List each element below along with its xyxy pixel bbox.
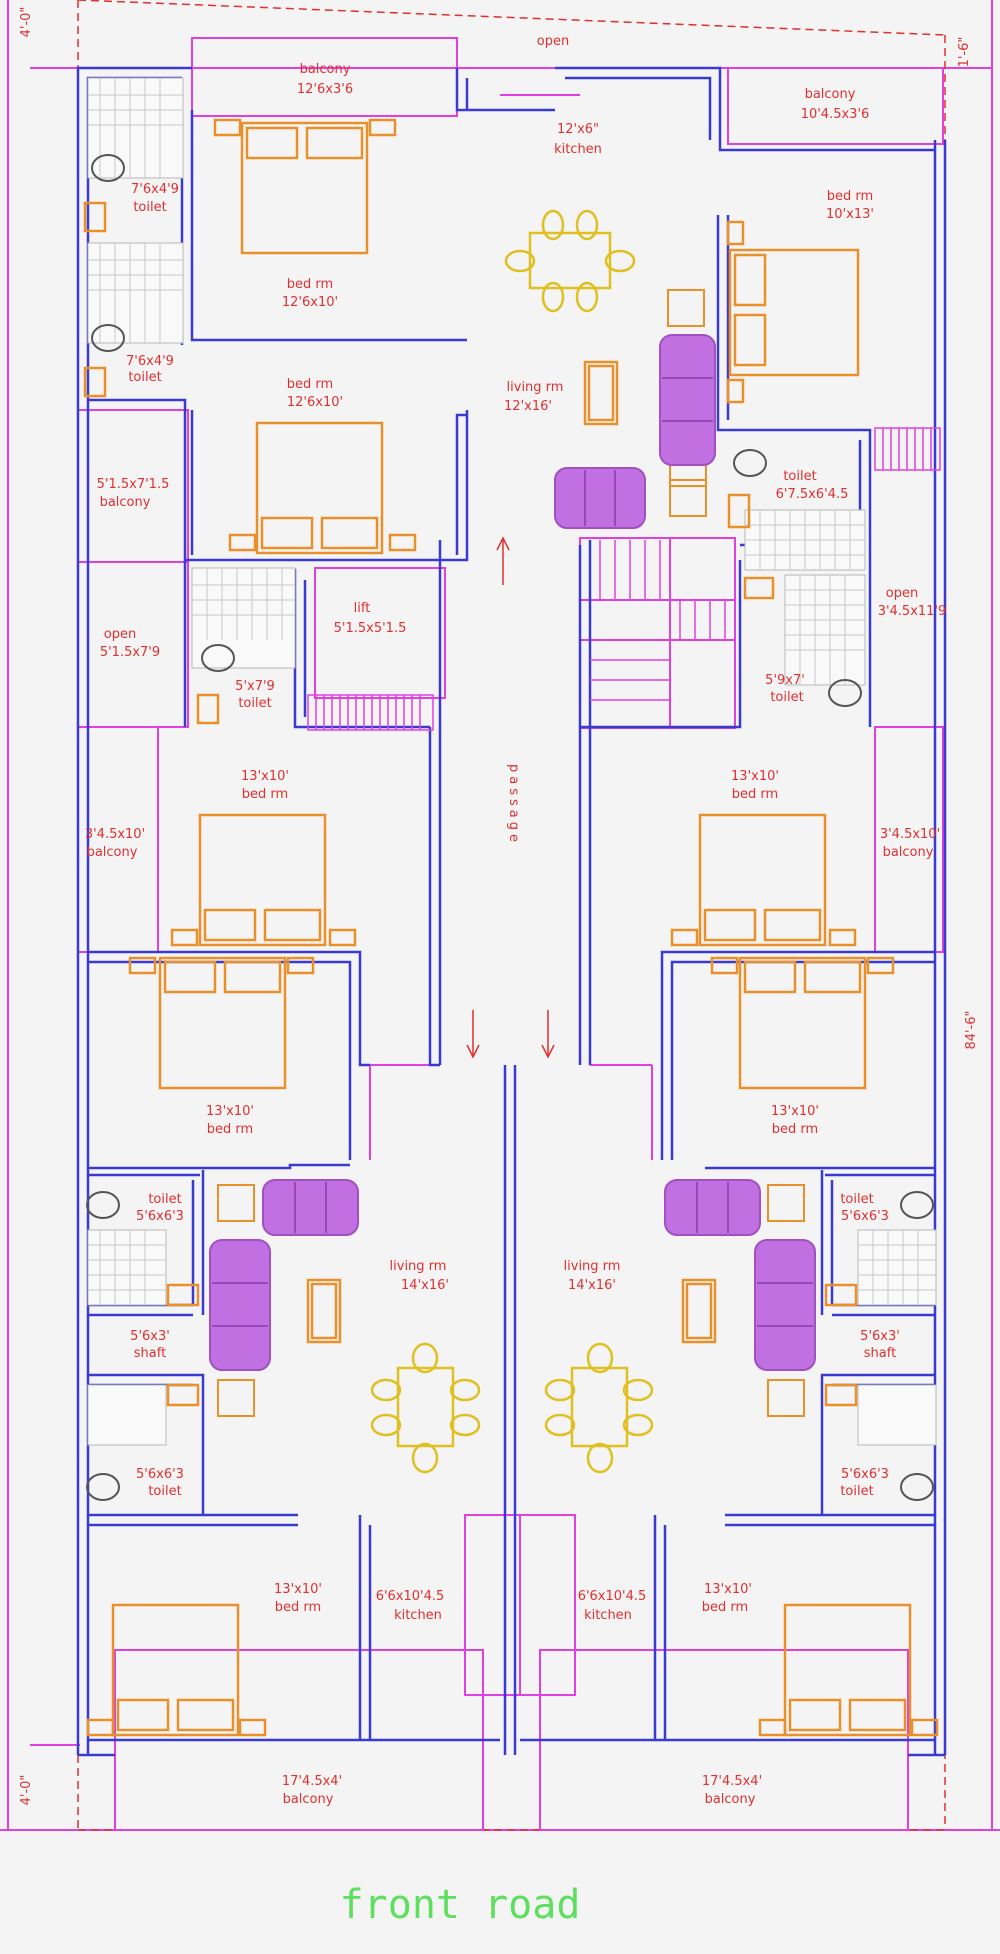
balcony-top-right-size: 10'4.5x3'6 [801, 107, 870, 122]
toilet-2-size: 7'6x4'9 [126, 354, 174, 369]
wc-fixtures [83, 154, 934, 1501]
balcony-top-left-name: balcony [300, 62, 351, 77]
bed-r2-name: bed rm [772, 1122, 818, 1137]
balcony-r-size: 3'4.5x10' [880, 827, 940, 842]
toilet-r1-size: 5'6x6'3 [841, 1209, 889, 1224]
front-road-label: front road [340, 1882, 581, 1928]
kitchen-top-size: 12'x6" [557, 122, 599, 137]
toilet-l1-name: toilet [148, 1192, 181, 1207]
toilet-4-name: toilet [770, 690, 803, 705]
bed-tl-name: bed rm [287, 277, 333, 292]
bed-tr-name: bed rm [827, 189, 873, 204]
toilet-tr-size: 6'7.5x6'4.5 [776, 487, 849, 502]
side-chairs [217, 289, 805, 1417]
toilet-tr-name: toilet [783, 469, 816, 484]
open-left-size: 5'1.5x7'9 [100, 645, 160, 660]
toilet-1-name: toilet [133, 200, 166, 215]
toilet-l2-name: toilet [148, 1484, 181, 1499]
balcony-br-size: 17'4.5x4' [702, 1774, 762, 1789]
toilet-4-size: 5'9x7' [765, 673, 805, 688]
toilet-r2-name: toilet [840, 1484, 873, 1499]
balcony-bl-name: balcony [283, 1792, 334, 1807]
shaft-r-name: shaft [864, 1346, 896, 1361]
bed-r1-size: 13'x10' [731, 769, 779, 784]
bed-tr-size: 10'x13' [826, 207, 874, 222]
dim-overall-length: 84'-6" [964, 1010, 979, 1049]
open-top-label: open [537, 34, 569, 49]
open-right-size: 3'4.5x11'9 [878, 604, 947, 619]
kitchen-r-size: 6'6x10'4.5 [578, 1589, 647, 1604]
bed-l1-name: bed rm [242, 787, 288, 802]
toilet-3-name: toilet [238, 696, 271, 711]
kitchen-top-name: kitchen [554, 142, 602, 157]
lift-size: 5'1.5x5'1.5 [334, 621, 407, 636]
sofas [209, 334, 816, 1371]
balcony-r-name: balcony [883, 845, 934, 860]
dim-top-setback: 4'-0" [19, 7, 34, 38]
dining-sets [370, 209, 654, 1474]
living-r-size: 14'x16' [568, 1278, 616, 1293]
toilet-1-size: 7'6x4'9 [131, 182, 179, 197]
dim-bottom-setback: 4'-0" [19, 1775, 34, 1806]
balcony-bl-size: 17'4.5x4' [282, 1774, 342, 1789]
bed-r3-size: 13'x10' [704, 1582, 752, 1597]
bed-r2-size: 13'x10' [771, 1104, 819, 1119]
passage-arrows [466, 536, 555, 1059]
balcony-small-size: 5'1.5x7'1.5 [97, 477, 170, 492]
living-top-size: 12'x16' [504, 399, 552, 414]
bed-ml-name: bed rm [287, 377, 333, 392]
lift-name: lift [354, 601, 371, 616]
stair-hatches [307, 427, 941, 731]
bed-l2-name: bed rm [207, 1122, 253, 1137]
bed-r1-name: bed rm [732, 787, 778, 802]
living-l-size: 14'x16' [401, 1278, 449, 1293]
toilet-2-name: toilet [128, 370, 161, 385]
balcony-l-size: 3'4.5x10' [85, 827, 145, 842]
open-right-name: open [886, 586, 918, 601]
kitchen-l-name: kitchen [394, 1608, 442, 1623]
bed-l3-name: bed rm [275, 1600, 321, 1615]
toilet-l1-size: 5'6x6'3 [136, 1209, 184, 1224]
toilet-r2-size: 5'6x6'3 [841, 1467, 889, 1482]
living-r-name: living rm [564, 1259, 621, 1274]
bed-tl-size: 12'6x10' [282, 295, 338, 310]
toilet-l2-size: 5'6x6'3 [136, 1467, 184, 1482]
shaft-r-size: 5'6x3' [860, 1329, 900, 1344]
sofa-seams [212, 377, 813, 1327]
toilet-3-size: 5'x7'9 [235, 679, 275, 694]
bed-l3-size: 13'x10' [274, 1582, 322, 1597]
living-l-name: living rm [390, 1259, 447, 1274]
dim-right-offset: 1'-6" [957, 37, 972, 68]
balcony-br-name: balcony [705, 1792, 756, 1807]
living-top-name: living rm [507, 380, 564, 395]
balcony-l-name: balcony [87, 845, 138, 860]
kitchen-r-name: kitchen [584, 1608, 632, 1623]
beds [86, 118, 939, 1737]
passage-label: passage [506, 764, 521, 846]
balcony-top-right-name: balcony [805, 87, 856, 102]
open-left-name: open [104, 627, 136, 642]
toilet-r1-name: toilet [840, 1192, 873, 1207]
bed-r3-name: bed rm [702, 1600, 748, 1615]
shaft-l-name: shaft [134, 1346, 166, 1361]
bed-ml-size: 12'6x10' [287, 395, 343, 410]
kitchen-l-size: 6'6x10'4.5 [376, 1589, 445, 1604]
coffee-tables [306, 360, 717, 1344]
shaft-l-size: 5'6x3' [130, 1329, 170, 1344]
bed-l1-size: 13'x10' [241, 769, 289, 784]
bed-l2-size: 13'x10' [206, 1104, 254, 1119]
balcony-small-name: balcony [100, 495, 151, 510]
balcony-top-left-size: 12'6x3'6 [297, 82, 353, 97]
